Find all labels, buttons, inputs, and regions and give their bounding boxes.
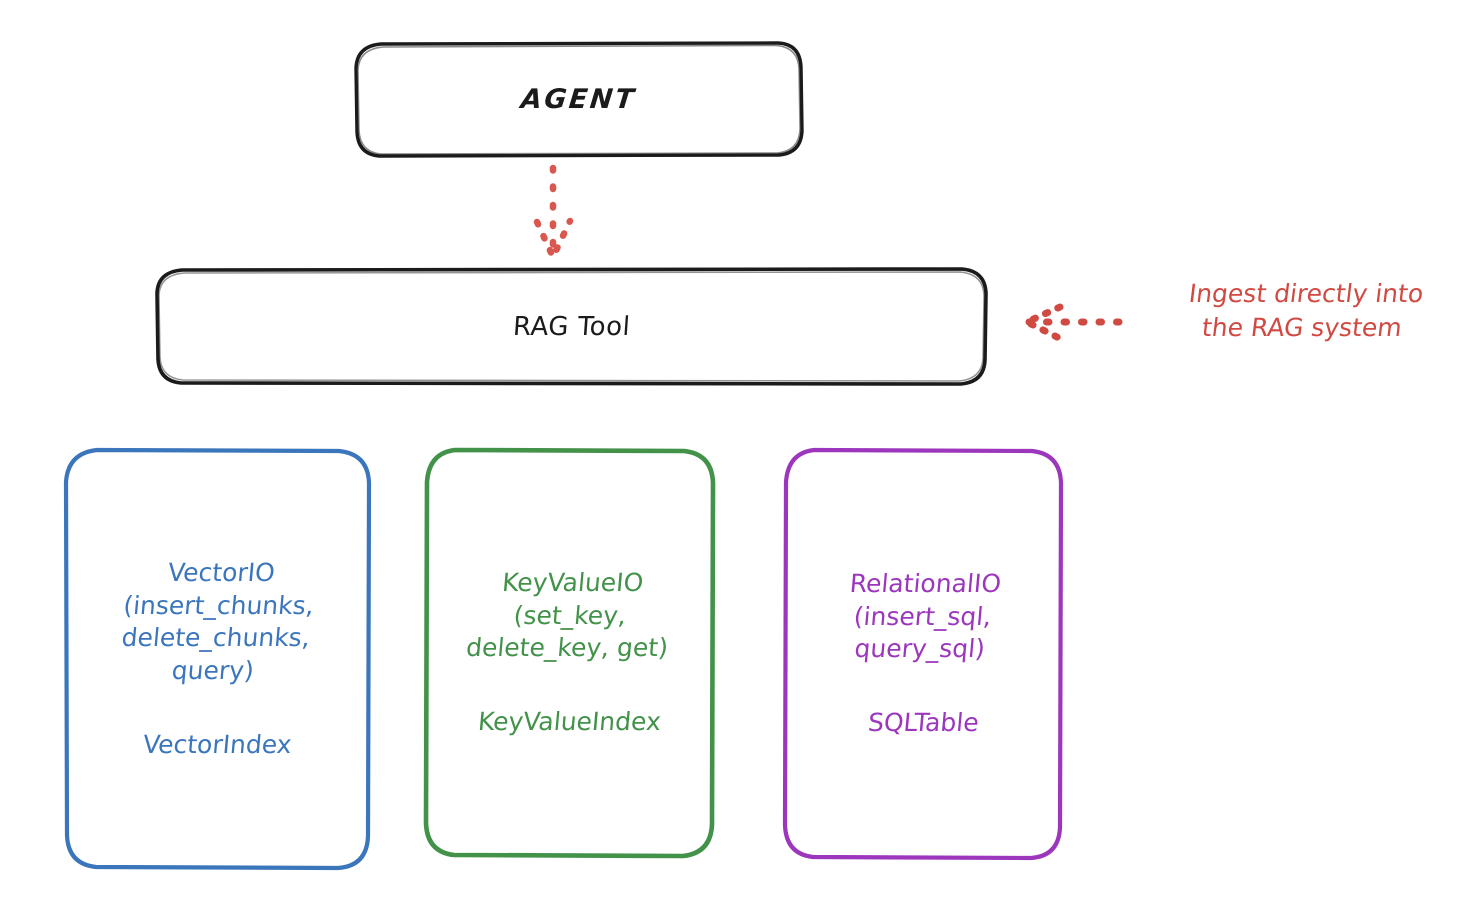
rag-tool-node[interactable]: RAG Tool <box>157 269 986 384</box>
key-value-io-box-outline <box>423 447 716 859</box>
ingest-arrow-connector <box>1023 303 1123 342</box>
agent-to-rag-tool-connector <box>533 164 574 261</box>
relational-io-box-outline <box>782 447 1064 861</box>
agent-label: AGENT <box>519 83 639 115</box>
rag-tool-label: RAG Tool <box>511 311 632 342</box>
agent-node[interactable]: AGENT <box>356 42 802 156</box>
vector-io-api-label: VectorIO (insert_chunks, delete_chunks, … <box>120 557 316 685</box>
agent-box-outline <box>354 41 804 158</box>
vector-io-box-outline <box>63 447 372 871</box>
key-value-io-node[interactable]: KeyValueIO (set_key, delete_key, get) Ke… <box>426 449 713 856</box>
relational-io-node[interactable]: RelationalIO (insert_sql, query_sql) SQL… <box>785 449 1061 858</box>
ingest-annotation-label: Ingest directly into the RAG system <box>1187 279 1426 342</box>
key-value-io-index-label: KeyValueIndex <box>476 707 663 736</box>
vector-io-node[interactable]: VectorIO (insert_chunks, delete_chunks, … <box>66 449 369 869</box>
vector-io-index-label: VectorIndex <box>142 729 294 759</box>
rag-tool-box-outline <box>155 267 988 386</box>
relational-io-index-label: SQLTable <box>866 708 980 737</box>
key-value-io-api-label: KeyValueIO (set_key, delete_key, get) <box>464 567 669 662</box>
relational-io-api-label: RelationalIO (insert_sql, query_sql) <box>849 568 1003 663</box>
